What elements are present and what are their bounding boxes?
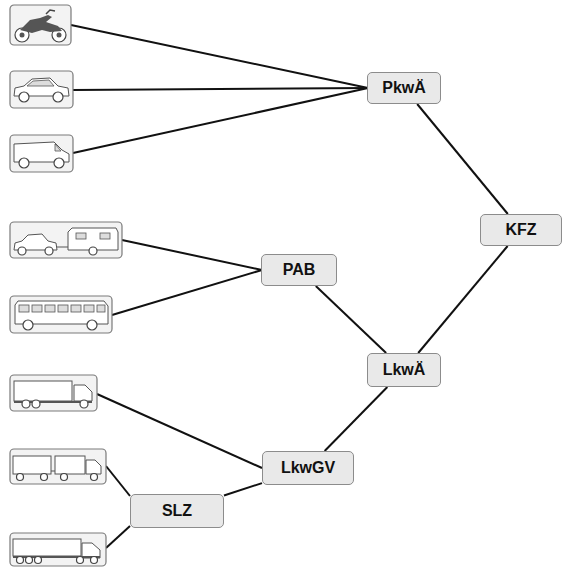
category-box: PAB <box>261 254 337 286</box>
tree-connector <box>418 246 507 353</box>
tree-connector <box>417 104 508 214</box>
semitrailer-icon <box>10 533 106 566</box>
icon-leader-lines <box>71 25 368 548</box>
category-label: KFZ <box>505 221 536 239</box>
category-box: LkwGV <box>262 451 354 485</box>
motorcycle-icon <box>10 5 71 45</box>
bus-icon <box>10 296 112 333</box>
tree-connector <box>316 286 386 353</box>
category-label: LkwÄ <box>383 361 426 379</box>
truck-icon <box>10 375 97 411</box>
tree-connector <box>325 387 388 451</box>
category-box: PkwÄ <box>367 72 441 104</box>
category-label: SLZ <box>162 502 192 520</box>
category-label: PkwÄ <box>382 79 426 97</box>
car-caravan-icon <box>10 222 122 258</box>
category-box: LkwÄ <box>367 353 441 387</box>
category-label: PAB <box>283 261 316 279</box>
category-box: KFZ <box>480 214 562 246</box>
category-label: LkwGV <box>281 459 335 477</box>
car-icon <box>10 71 73 108</box>
category-box: SLZ <box>130 494 224 528</box>
truck-trailer-icon <box>10 449 106 484</box>
van-icon <box>10 135 73 172</box>
tree-connector <box>224 483 262 495</box>
